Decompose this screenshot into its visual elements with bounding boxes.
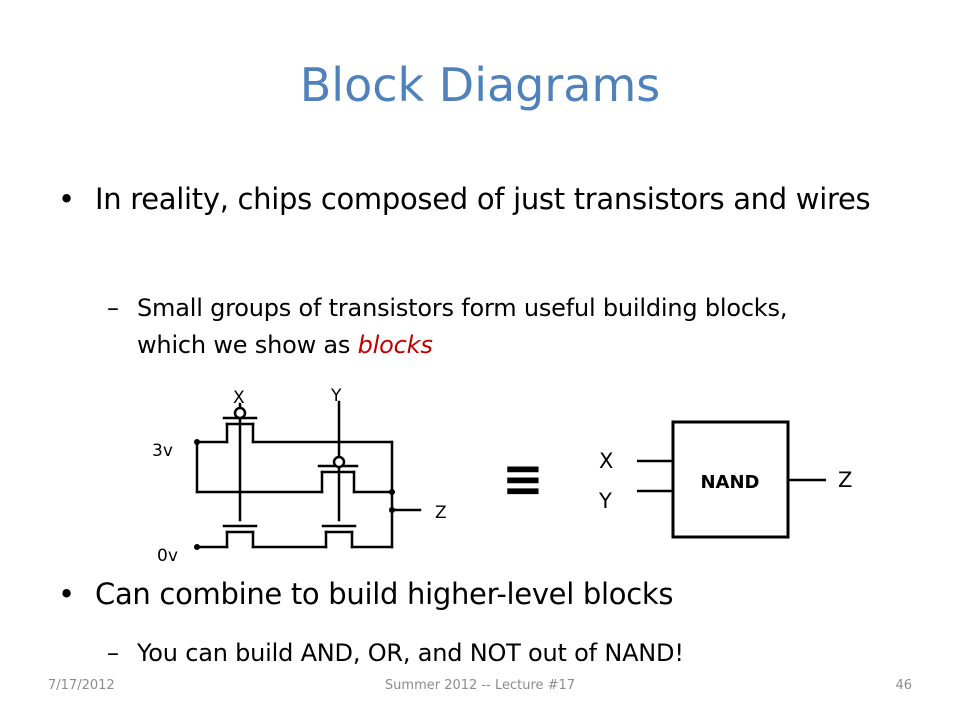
circuit-label-x: X — [233, 388, 245, 408]
circuit-label-output: Z — [435, 503, 447, 523]
circuit-label-ground: 0v — [157, 546, 178, 566]
slide-title: Block Diagrams — [299, 58, 661, 112]
sub-bullet-1-marker: – — [107, 294, 119, 322]
nand-gate-block: NAND X Y Z — [598, 420, 852, 539]
output-node-dot — [389, 489, 395, 495]
nand-gate-label: NAND — [700, 472, 759, 493]
bullet-1-marker: • — [58, 182, 75, 216]
bullet-2: • Can combine to build higher-level bloc… — [58, 573, 885, 617]
nand-label-y: Y — [598, 489, 612, 513]
bullet-2-text: Can combine to build higher-level blocks — [95, 577, 674, 611]
circuit-label-y: Y — [330, 386, 342, 406]
ground-node-dot — [194, 544, 200, 550]
bullet-1: • In reality, chips composed of just tra… — [58, 178, 885, 222]
sub-bullet-2: – You can build AND, OR, and NOT out of … — [107, 635, 897, 672]
sub-bullet-1-text: Small groups of transistors form useful … — [137, 294, 788, 360]
transistor-circuit — [195, 400, 422, 549]
footer-page-number: 46 — [895, 678, 912, 693]
circuit-label-supply: 3v — [152, 441, 173, 461]
sub-bullet-2-text: You can build AND, OR, and NOT out of NA… — [137, 639, 684, 667]
pmos-y-gate-bubble — [332, 455, 346, 469]
nand-gate-box — [671, 420, 790, 539]
footer-center: Summer 2012 -- Lecture #17 — [384, 678, 576, 693]
equivalence-symbol: ≡ — [502, 450, 544, 508]
sub-bullet-2-marker: – — [107, 639, 119, 667]
bullet-2-marker: • — [58, 577, 75, 611]
nand-label-x: X — [599, 449, 613, 473]
footer-date: 7/17/2012 — [48, 678, 115, 693]
output-tap-dot — [389, 507, 395, 513]
nand-label-z: Z — [838, 468, 852, 492]
bullet-1-text: In reality, chips composed of just trans… — [95, 182, 871, 216]
sub-bullet-1-emphasis: blocks — [357, 331, 433, 360]
supply-node-dot — [194, 439, 200, 445]
sub-bullet-1: – Small groups of transistors form usefu… — [107, 290, 857, 364]
pmos-x-gate-bubble — [233, 406, 247, 420]
